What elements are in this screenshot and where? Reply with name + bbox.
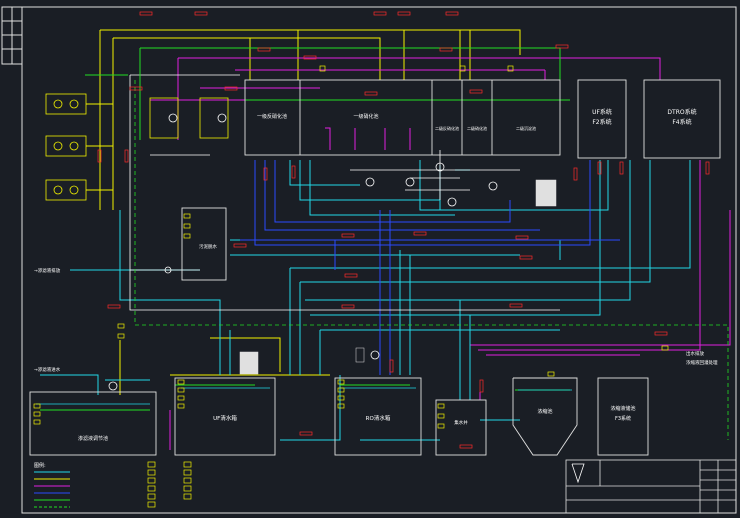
unit-labels: UF系统 F2系统 DTRO系统 F4系统 一级反硝化池 一级硝化池 二级反硝化…	[34, 108, 718, 442]
white-pipework	[129, 74, 560, 311]
tank-5-label: 二级沉淀池	[516, 125, 536, 131]
yellow-pipework	[86, 29, 521, 395]
biological-tank-block	[244, 79, 561, 156]
ro-water-tank-label: RO清水箱	[366, 414, 391, 422]
sludge-dewater-box	[181, 207, 227, 281]
drawing-frame	[1, 6, 737, 514]
collect-well-label: 集水井	[454, 419, 468, 426]
sludge-dewater-label: 污泥脱水	[199, 243, 217, 250]
right-outlet-label-2: 浓缩液回灌处理	[686, 359, 718, 366]
ro-water-tank-box	[334, 377, 422, 456]
left-discharge-label: →渗滤液排放	[34, 267, 61, 274]
sludge-tank-box	[512, 377, 578, 456]
uf-water-tank-label: UF清水箱	[213, 414, 237, 422]
tank-1-label: 一级反硝化池	[257, 113, 287, 120]
dtro-system-label-1: DTRO系统	[667, 108, 696, 116]
dtro-system-box	[643, 79, 721, 159]
process-units	[29, 79, 721, 456]
chemical-tanks	[149, 97, 229, 139]
legend: 图例:	[34, 461, 192, 508]
company-logo	[571, 463, 585, 484]
legend-title: 图例:	[34, 462, 46, 469]
concentrate-tank-sub: F3系统	[615, 415, 631, 422]
concentrate-tank-box	[597, 377, 649, 456]
magenta-pipework	[150, 57, 731, 450]
tank-2-label: 一级硝化池	[353, 113, 378, 120]
blower-units	[239, 179, 557, 375]
dtro-system-label-2: F4系统	[672, 118, 691, 126]
blue-pipework	[240, 160, 620, 375]
dosing-units	[45, 93, 87, 201]
concentrate-tank-label: 浓缩液储池	[610, 405, 635, 412]
dashed-return-line	[134, 80, 729, 440]
water-levels	[36, 387, 572, 405]
pipe-tags	[97, 11, 710, 449]
title-block	[565, 459, 737, 514]
uf-system-label-2: F2系统	[592, 118, 611, 126]
cyan-pipework	[40, 160, 691, 441]
sludge-tank-label: 浓缩池	[537, 408, 552, 415]
level-instruments	[33, 65, 669, 429]
uf-water-tank-box	[174, 377, 276, 456]
right-outlet-label-1: 出水排放	[686, 350, 704, 357]
uf-system-label-1: UF系统	[592, 108, 612, 116]
tank-3-label: 二级反硝化池	[435, 125, 459, 131]
tank-4-label: 二级硝化池	[467, 125, 487, 131]
leachate-pool-label: 渗滤液调节池	[78, 435, 108, 442]
leachate-pool-box	[29, 391, 157, 456]
collect-well-box	[435, 399, 487, 456]
pumps	[108, 113, 498, 391]
uf-system-box	[577, 79, 627, 159]
left-inlet-label: →渗滤液进水	[34, 366, 61, 373]
